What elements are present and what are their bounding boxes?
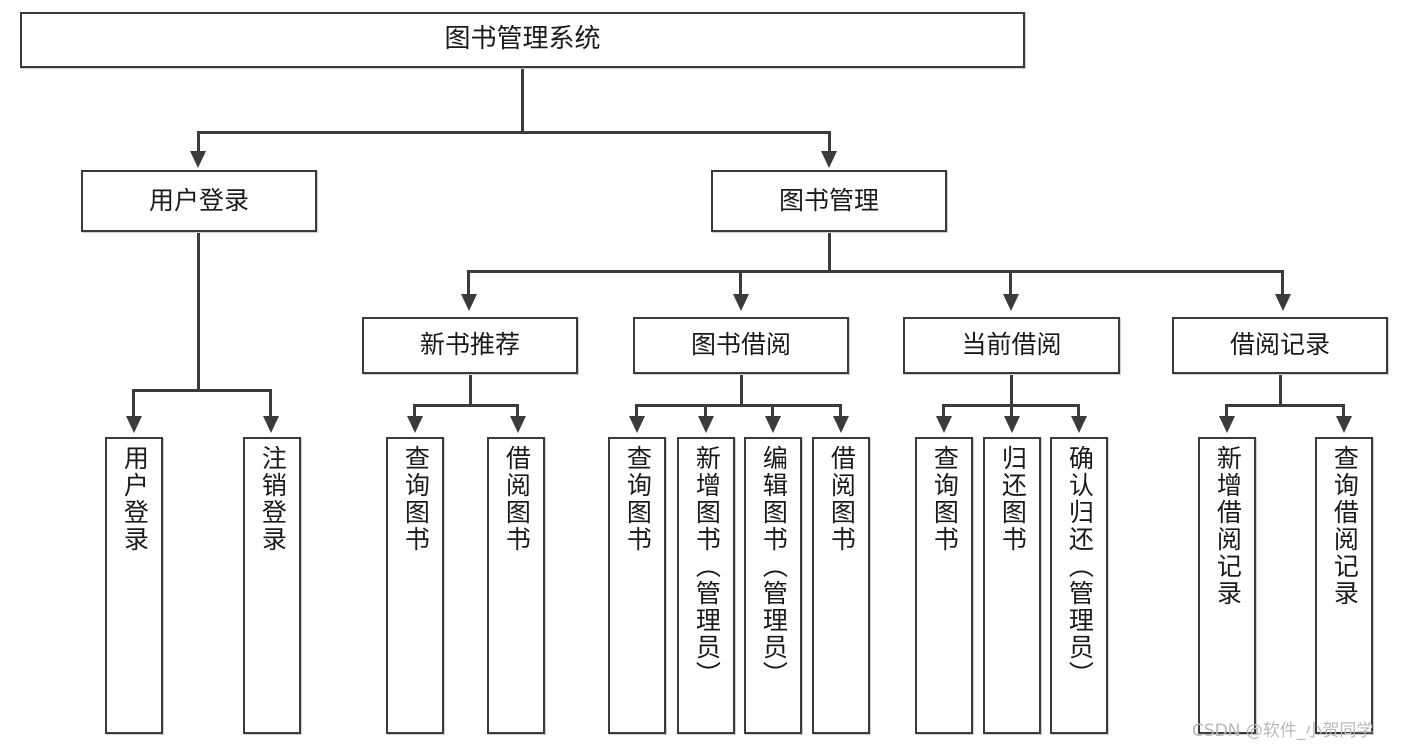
connector-bm-drop-1 bbox=[467, 270, 470, 296]
connector-rec-drop-1 bbox=[413, 404, 416, 418]
node-leaf-return-book[interactable]: 归还图书 bbox=[983, 437, 1041, 734]
connector-rcd-drop-2 bbox=[1342, 404, 1345, 418]
node-leaf-borrow-book-bor[interactable]: 借阅图书 bbox=[812, 437, 870, 734]
node-leaf-query-book-bor[interactable]: 查询图书 bbox=[608, 437, 666, 734]
connector-bor-stem bbox=[740, 374, 743, 406]
node-leaf-borrow-book-bor-label: 借阅图书 bbox=[827, 445, 857, 553]
node-leaf-query-book-rec-label: 查询图书 bbox=[401, 445, 431, 553]
arrow-leaf-query-book-bor bbox=[629, 416, 645, 433]
node-leaf-user-logout[interactable]: 注销登录 bbox=[243, 437, 301, 734]
arrow-leaf-return-book bbox=[1004, 416, 1020, 433]
arrow-leaf-add-record bbox=[1219, 416, 1235, 433]
arrow-leaf-user-login bbox=[126, 416, 142, 433]
connector-cur-drop-3 bbox=[1077, 404, 1080, 418]
arrow-leaf-borrow-book-rec bbox=[510, 416, 526, 433]
node-leaf-query-book-cur-label: 查询图书 bbox=[930, 445, 960, 553]
connector-cur-drop-2 bbox=[1010, 404, 1013, 418]
node-book-borrow-label: 图书借阅 bbox=[690, 330, 791, 360]
connector-book-manage-stem bbox=[828, 232, 831, 272]
connector-bm-drop-4 bbox=[1281, 270, 1284, 296]
node-leaf-query-book-rec[interactable]: 查询图书 bbox=[386, 437, 444, 734]
connector-rcd-bus bbox=[1225, 404, 1345, 407]
node-borrow-record-label: 借阅记录 bbox=[1229, 330, 1330, 360]
connector-user-login-drop-1 bbox=[132, 389, 135, 418]
connector-book-manage-bus bbox=[467, 270, 1284, 273]
arrow-leaf-query-book-cur bbox=[936, 416, 952, 433]
node-leaf-add-book[interactable]: 新增图书（管理员） bbox=[677, 437, 735, 734]
node-leaf-borrow-book-rec[interactable]: 借阅图书 bbox=[487, 437, 545, 734]
node-user-login-label: 用户登录 bbox=[148, 185, 249, 215]
node-leaf-query-record[interactable]: 查询借阅记录 bbox=[1315, 437, 1373, 734]
connector-root-stem bbox=[521, 68, 524, 132]
node-leaf-add-book-label: 新增图书（管理员） bbox=[692, 445, 722, 688]
node-leaf-confirm-return-label: 确认归还（管理员） bbox=[1065, 445, 1095, 688]
connector-rec-stem bbox=[469, 374, 472, 406]
connector-bm-drop-3 bbox=[1009, 270, 1012, 296]
node-current-borrow[interactable]: 当前借阅 bbox=[903, 317, 1120, 374]
node-leaf-edit-book[interactable]: 编辑图书（管理员） bbox=[744, 437, 802, 734]
arrow-leaf-user-logout bbox=[263, 416, 279, 433]
arrow-leaf-edit-book bbox=[765, 416, 781, 433]
node-borrow-record[interactable]: 借阅记录 bbox=[1172, 317, 1388, 374]
arrow-leaf-query-book-rec bbox=[407, 416, 423, 433]
connector-bor-bus bbox=[635, 404, 842, 407]
node-leaf-add-record[interactable]: 新增借阅记录 bbox=[1198, 437, 1256, 734]
node-leaf-user-login[interactable]: 用户登录 bbox=[105, 437, 163, 734]
connector-root-bus bbox=[197, 131, 831, 134]
node-leaf-query-book-cur[interactable]: 查询图书 bbox=[915, 437, 973, 734]
arrow-to-current-borrow bbox=[1003, 294, 1019, 311]
node-book-borrow[interactable]: 图书借阅 bbox=[633, 317, 849, 374]
node-leaf-add-record-label: 新增借阅记录 bbox=[1213, 445, 1243, 607]
arrow-leaf-confirm-return bbox=[1071, 416, 1087, 433]
arrow-to-book-manage bbox=[821, 151, 837, 168]
connector-bor-drop-4 bbox=[839, 404, 842, 418]
node-root-label: 图书管理系统 bbox=[444, 24, 601, 55]
node-new-book-recommend[interactable]: 新书推荐 bbox=[362, 317, 578, 374]
node-leaf-confirm-return[interactable]: 确认归还（管理员） bbox=[1050, 437, 1108, 734]
node-leaf-user-login-label: 用户登录 bbox=[120, 445, 150, 553]
connector-bor-drop-2 bbox=[704, 404, 707, 418]
arrow-to-user-login bbox=[190, 151, 206, 168]
connector-user-login-bus bbox=[132, 389, 271, 392]
connector-rcd-stem bbox=[1279, 374, 1282, 406]
arrow-leaf-borrow-book-bor bbox=[833, 416, 849, 433]
node-book-manage-label: 图书管理 bbox=[778, 185, 879, 215]
connector-cur-drop-1 bbox=[942, 404, 945, 418]
connector-user-login-stem bbox=[197, 232, 200, 392]
node-leaf-query-book-bor-label: 查询图书 bbox=[623, 445, 653, 553]
node-root[interactable]: 图书管理系统 bbox=[20, 12, 1025, 68]
node-leaf-borrow-book-rec-label: 借阅图书 bbox=[502, 445, 532, 553]
node-current-borrow-label: 当前借阅 bbox=[961, 330, 1062, 360]
connector-bor-drop-3 bbox=[771, 404, 774, 418]
node-user-login[interactable]: 用户登录 bbox=[81, 170, 317, 232]
connector-rcd-drop-1 bbox=[1225, 404, 1228, 418]
arrow-leaf-query-record bbox=[1336, 416, 1352, 433]
connector-bm-drop-2 bbox=[739, 270, 742, 296]
node-leaf-user-logout-label: 注销登录 bbox=[258, 445, 288, 553]
connector-to-book-manage bbox=[828, 131, 831, 153]
connector-to-user-login bbox=[197, 131, 200, 153]
arrow-to-new-book-recommend bbox=[461, 294, 477, 311]
csdn-watermark: CSDN @软件_小贺同学 bbox=[1192, 721, 1374, 741]
arrow-to-book-borrow bbox=[733, 294, 749, 311]
node-leaf-query-record-label: 查询借阅记录 bbox=[1330, 445, 1360, 607]
connector-rec-bus bbox=[413, 404, 519, 407]
connector-user-login-drop-2 bbox=[269, 389, 272, 418]
node-new-book-recommend-label: 新书推荐 bbox=[419, 330, 520, 360]
arrow-to-borrow-record bbox=[1275, 294, 1291, 311]
connector-bor-drop-1 bbox=[635, 404, 638, 418]
node-book-manage[interactable]: 图书管理 bbox=[711, 170, 947, 232]
node-leaf-return-book-label: 归还图书 bbox=[998, 445, 1028, 553]
node-leaf-edit-book-label: 编辑图书（管理员） bbox=[759, 445, 789, 688]
connector-cur-stem bbox=[1010, 374, 1013, 406]
arrow-leaf-add-book bbox=[698, 416, 714, 433]
connector-rec-drop-2 bbox=[516, 404, 519, 418]
